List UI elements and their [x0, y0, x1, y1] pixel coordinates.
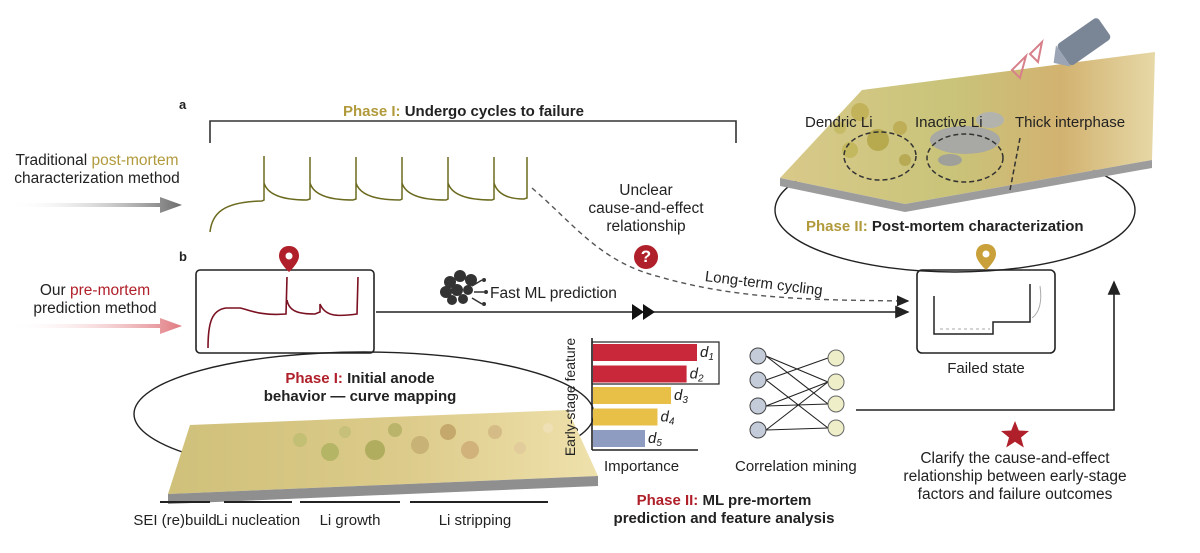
output-node-2 [827, 373, 845, 391]
feature-bar-label-4: d4 [660, 409, 674, 428]
unclear-relationship-label: Unclear cause-and-effect relationship [588, 182, 704, 235]
premortem-arrow [8, 318, 182, 334]
phase2-top-title: Phase II: Post-mortem characterization [806, 218, 1084, 235]
stage-label-nucleation: Li nucleation [215, 512, 301, 529]
fast-ml-label: Fast ML prediction [490, 285, 617, 302]
feature-bar-label-5: d5 [648, 430, 662, 449]
stage-label-growth: Li growth [319, 512, 381, 529]
feature-bar-2 [593, 365, 687, 383]
fast-forward-marker-1 [632, 304, 644, 320]
premortem-method-label: Our pre-mortem prediction method [33, 282, 157, 317]
feature-bar-label-3: d3 [674, 387, 688, 406]
long-term-dashed-arrow [531, 187, 910, 307]
traditional-arrow [8, 197, 182, 213]
input-node-1 [749, 347, 767, 365]
inactive-li-label: Inactive Li [915, 114, 983, 131]
phase1-bottom-title: Phase I: Initial anode behavior — curve … [263, 370, 457, 405]
fast-forward-marker-2 [643, 304, 655, 320]
input-node-2 [749, 371, 767, 389]
clarify-label: Clarify the cause-and-effect relationshi… [903, 450, 1127, 503]
dendric-li-marker [843, 131, 917, 181]
phase1-top-bracket [209, 120, 737, 143]
correlation-network [749, 347, 845, 439]
output-node-3 [827, 395, 845, 413]
feature-chart-xlabel: Importance [604, 458, 680, 475]
question-mark: ? [640, 247, 652, 266]
question-badge [634, 245, 658, 269]
stage-label-sei: SEI (re)build [133, 512, 217, 529]
input-node-3 [749, 397, 767, 415]
feature-bar-4 [593, 408, 658, 426]
panel-b-label: b [179, 249, 187, 264]
stage-label-stripping: Li stripping [438, 512, 512, 529]
ml-brain-icon [440, 270, 488, 306]
output-node-1 [827, 349, 845, 367]
thick-interphase-marker [1009, 137, 1021, 191]
feature-bar-label-1: d1 [700, 344, 714, 363]
feature-bar-5 [593, 430, 645, 447]
phase2-bottom-title: Phase II: ML pre-mortem prediction and f… [613, 492, 835, 527]
location-pin-icon-red [279, 246, 299, 272]
cycling-curve-b [207, 276, 359, 349]
inactive-li-marker [926, 133, 1004, 183]
characterization-probe [1053, 18, 1111, 67]
traditional-method-label: Traditional post-mortem characterization… [14, 152, 180, 187]
output-node-4 [827, 419, 845, 437]
star-icon [1001, 421, 1029, 448]
failed-state-curve [933, 284, 1031, 335]
clarify-arrow [856, 280, 1121, 411]
phase1-top-title: Phase I: Undergo cycles to failure [343, 103, 584, 120]
failed-state-label: Failed state [947, 360, 1025, 377]
feature-chart-ylabel: Early-stage feature [562, 337, 578, 457]
cycling-curve-a [209, 156, 528, 233]
feature-bar-1 [593, 344, 697, 361]
feature-bar-3 [593, 387, 671, 404]
thick-interphase-label: Thick interphase [1015, 114, 1126, 131]
initial-curve-box [195, 269, 375, 354]
dendric-li-label: Dendric Li [805, 114, 873, 131]
location-pin-icon-gold [976, 244, 996, 270]
feature-highlight-box [591, 341, 720, 385]
panel-a-label: a [179, 97, 187, 112]
feature-bar-label-2: d2 [690, 366, 704, 385]
input-node-4 [749, 421, 767, 439]
failed-state-box [916, 269, 1056, 354]
correlation-mining-label: Correlation mining [735, 458, 857, 475]
